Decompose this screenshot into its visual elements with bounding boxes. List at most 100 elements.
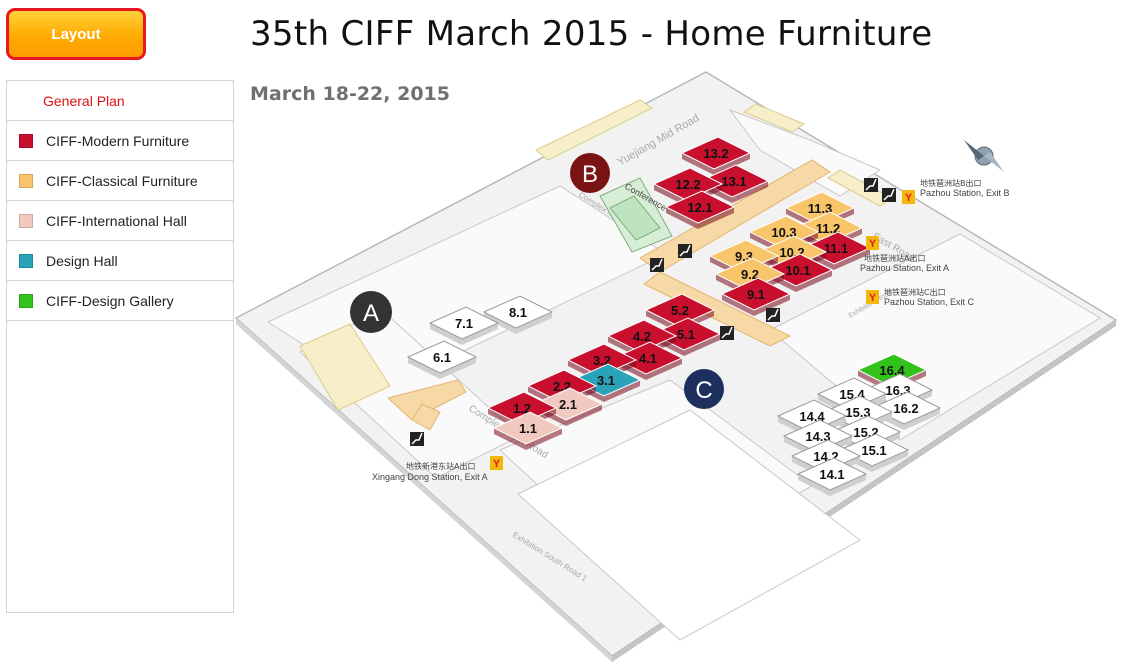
legend-item-label: CIFF-Classical Furniture	[46, 172, 198, 189]
hall-label: 11.1	[824, 241, 849, 256]
svg-text:C: C	[695, 377, 712, 404]
hall-label: 14.1	[819, 467, 844, 482]
legend-swatch	[19, 293, 33, 308]
escalator-icon	[410, 432, 424, 446]
legend-general-plan[interactable]: General Plan	[7, 81, 233, 121]
hall-roof	[652, 167, 724, 201]
legend-swatch	[19, 133, 33, 148]
svg-text:地铁琶洲站A出口: 地铁琶洲站A出口	[864, 253, 925, 263]
hall-label: 15.3	[845, 405, 870, 420]
hall-roof	[776, 399, 848, 433]
hall-label: 3.1	[597, 373, 615, 388]
hall-label: 9.1	[747, 287, 765, 302]
hall-label: 13.1	[721, 174, 746, 189]
hall-side	[682, 153, 750, 175]
hall-label: 8.1	[509, 305, 527, 320]
walkway	[386, 379, 467, 421]
hall-side	[430, 323, 498, 345]
svg-text:Pazhou Station, Exit C: Pazhou Station, Exit C	[884, 297, 975, 307]
compass-icon	[964, 140, 1004, 172]
event-date: March 18-22, 2015	[250, 83, 450, 105]
hall-9-1[interactable]: 9.1	[720, 277, 792, 316]
area-b-marker[interactable]: B	[570, 153, 610, 193]
area-a-marker[interactable]: A	[350, 291, 392, 333]
hall-roof	[796, 457, 868, 491]
legend-item-classical-furniture[interactable]: CIFF-Classical Furniture	[7, 161, 233, 201]
hall-label: 15.1	[861, 443, 886, 458]
legend-panel: General Plan CIFF-Modern Furniture CIFF-…	[6, 80, 234, 613]
hall-label: 9.2	[741, 267, 759, 282]
escalator-icon	[650, 258, 664, 272]
svg-text:A: A	[363, 300, 379, 327]
legend-item-international-hall[interactable]: CIFF-International Hall	[7, 201, 233, 241]
station-pazhou-exit-b[interactable]: Y 地铁琶洲站B出口 Pazhou Station, Exit B	[902, 178, 1010, 204]
legend-item-label: Design Hall	[46, 252, 118, 269]
hall-side	[722, 294, 790, 316]
hall-7-1[interactable]: 7.1	[428, 306, 500, 345]
hall-roof	[644, 293, 716, 327]
hall-label: 14.3	[805, 429, 830, 444]
svg-text:B: B	[582, 161, 598, 188]
legend-item-design-hall[interactable]: Design Hall	[7, 241, 233, 281]
station-pazhou-exit-a[interactable]: Y 地铁琶洲站A出口 Pazhou Station, Exit A	[860, 236, 949, 273]
hall-1-1[interactable]: 1.1	[492, 411, 564, 450]
hall-roof	[856, 353, 928, 387]
legend-swatch	[19, 173, 33, 188]
legend-item-modern-furniture[interactable]: CIFF-Modern Furniture	[7, 121, 233, 161]
hall-roof	[492, 411, 564, 445]
svg-text:Pazhou Station, Exit B: Pazhou Station, Exit B	[920, 188, 1010, 198]
hall-roof	[782, 419, 854, 453]
hall-6-1[interactable]: 6.1	[406, 340, 478, 379]
hall-label: 13.2	[703, 146, 728, 161]
hall-5-2[interactable]: 5.2	[644, 293, 716, 332]
hall-label: 1.1	[519, 421, 537, 436]
hall-label: 4.1	[639, 351, 657, 366]
legend-item-label: CIFF-Modern Furniture	[46, 132, 190, 149]
green-area	[742, 103, 806, 133]
page-title: 35th CIFF March 2015 - Home Furniture	[250, 14, 933, 54]
escalator-icon	[720, 326, 734, 340]
hall-roof	[720, 277, 792, 311]
hall-roof	[714, 257, 786, 291]
station-xingang-dong-exit-a[interactable]: Y 地铁新港东站A出口 Xingang Dong Station, Exit A	[372, 456, 503, 482]
hall-label: 10.3	[771, 225, 796, 240]
legend-item-label: CIFF-Design Gallery	[46, 292, 174, 309]
hall-label: 7.1	[455, 316, 473, 331]
hall-roof	[486, 391, 558, 425]
hall-roof	[428, 306, 500, 340]
hall-roof	[748, 215, 820, 249]
hall-roof	[606, 319, 678, 353]
svg-text:地铁琶洲站B出口: 地铁琶洲站B出口	[920, 178, 982, 188]
hall-14-1[interactable]: 14.1	[796, 457, 868, 496]
hall-12-2[interactable]: 12.2	[652, 167, 724, 206]
hall-label: 10.1	[785, 263, 810, 278]
svg-text:地铁新港东站A出口: 地铁新港东站A出口	[406, 461, 475, 471]
hall-label: 11.2	[816, 221, 841, 236]
station-pazhou-exit-c[interactable]: Y 地铁琶洲站C出口 Pazhou Station, Exit C	[866, 287, 975, 307]
hall-label: 4.2	[633, 329, 651, 344]
area-c-marker[interactable]: C	[684, 369, 724, 409]
legend-item-label: CIFF-International Hall	[46, 212, 187, 229]
hall-label: 12.2	[675, 177, 700, 192]
svg-text:Xingang Dong Station, Exit A: Xingang Dong Station, Exit A	[372, 472, 488, 482]
hall-12-1[interactable]: 12.1	[664, 190, 736, 229]
green-area	[299, 323, 391, 411]
legend-swatch	[19, 213, 33, 228]
hall-label: 5.1	[677, 327, 695, 342]
layout-button[interactable]: Layout	[6, 8, 146, 60]
escalator-icon	[766, 308, 780, 322]
hall-label: 11.3	[808, 201, 833, 216]
hall-side	[494, 428, 562, 450]
hall-13-2[interactable]: 13.2	[680, 136, 752, 175]
svg-text:Y: Y	[869, 292, 877, 304]
escalator-icon	[678, 244, 692, 258]
hall-label: 12.1	[687, 200, 712, 215]
svg-text:Y: Y	[869, 238, 877, 250]
hall-side	[666, 207, 734, 229]
hall-roof	[566, 343, 638, 377]
svg-text:Pazhou Station, Exit A: Pazhou Station, Exit A	[860, 263, 949, 273]
svg-text:Y: Y	[905, 192, 913, 204]
legend-item-design-gallery[interactable]: CIFF-Design Gallery	[7, 281, 233, 321]
hall-side	[798, 474, 866, 496]
